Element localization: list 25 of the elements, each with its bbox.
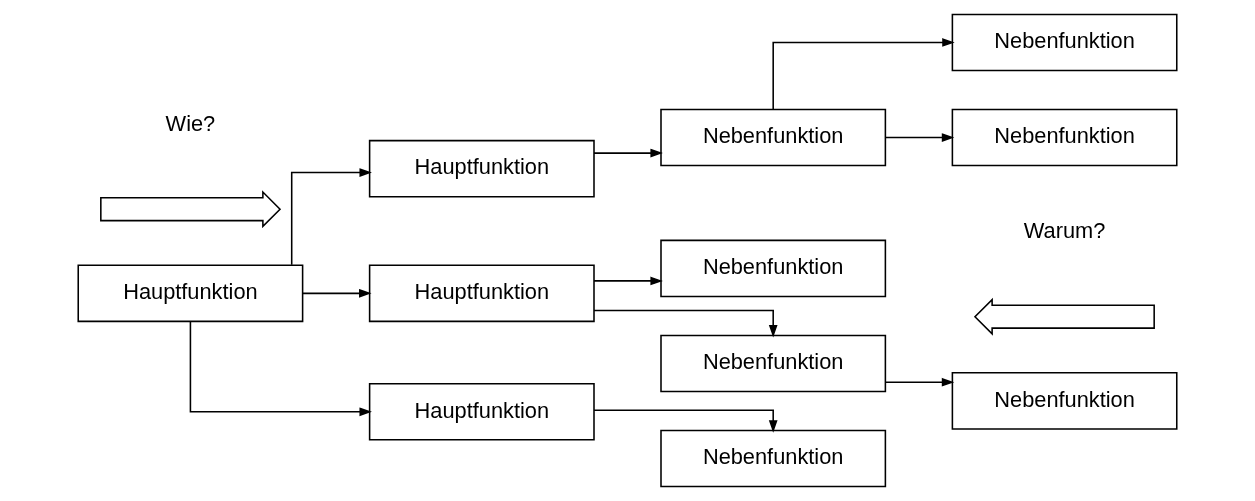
node-box: Nebenfunktion [951, 372, 1178, 430]
node-box: Nebenfunktion [660, 239, 887, 298]
node-arrow [973, 297, 1155, 336]
arrow [290, 168, 372, 266]
arrow [593, 148, 663, 158]
arrow [884, 133, 955, 142]
arrow [884, 377, 955, 387]
node-box: Hauptfunktion [368, 382, 595, 441]
node-box: Hauptfunktion [368, 264, 595, 323]
node-box: Nebenfunktion [660, 108, 887, 167]
arrow [772, 38, 955, 110]
arrow [189, 320, 372, 417]
arrow [593, 309, 778, 338]
node-box: Nebenfunktion [660, 334, 887, 393]
node-label: Warum? [1023, 218, 1106, 244]
node-box: Nebenfunktion [660, 429, 887, 488]
arrow [301, 289, 372, 298]
node-label: Wie? [165, 110, 216, 136]
node-arrow [100, 190, 282, 229]
node-box: Hauptfunktion [368, 139, 595, 198]
node-box: Nebenfunktion [951, 108, 1178, 167]
node-box: Nebenfunktion [951, 13, 1178, 72]
node-box: Hauptfunktion [77, 264, 304, 323]
arrow [593, 276, 663, 286]
arrow [593, 409, 778, 433]
